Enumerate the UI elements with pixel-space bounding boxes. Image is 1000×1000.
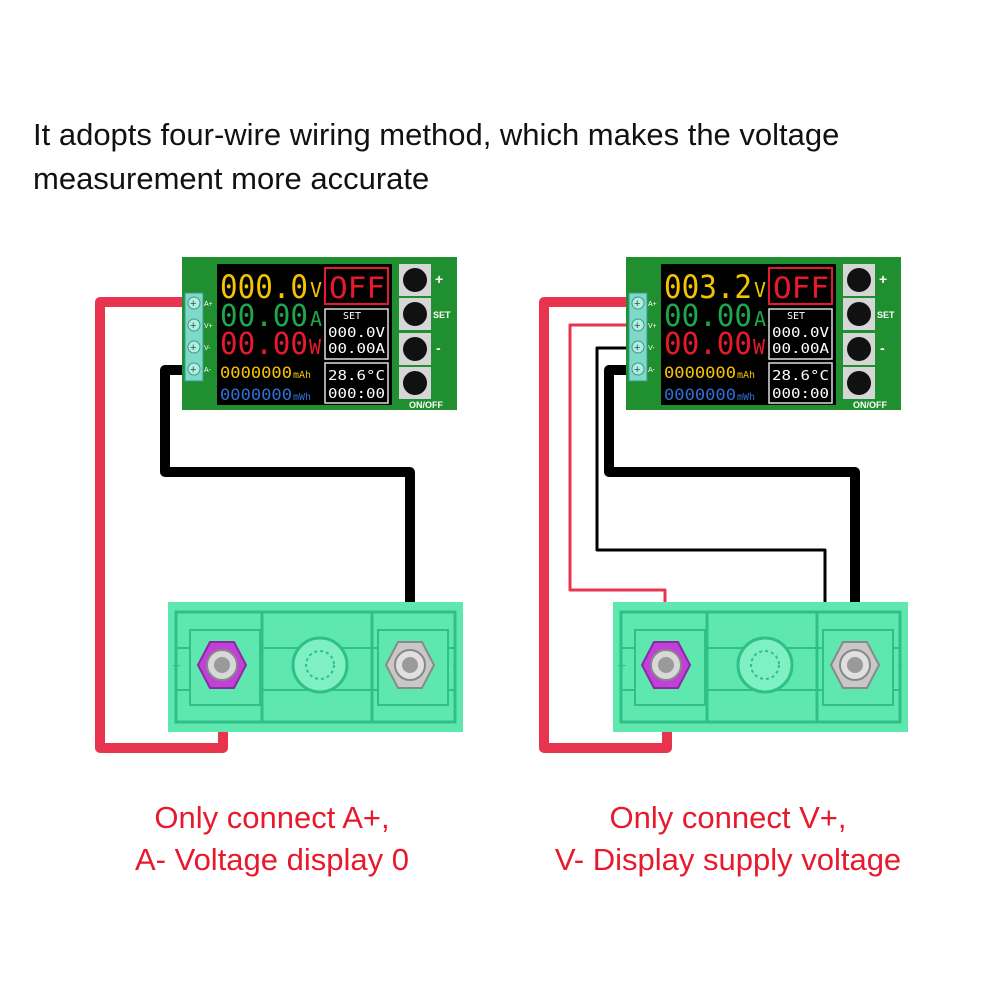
- timer-readout: 000:00: [772, 387, 829, 402]
- button-minus-label: -: [436, 340, 441, 356]
- button-set[interactable]: [399, 298, 431, 330]
- energy-readout: 0000000: [220, 385, 292, 404]
- terminal-screws: + + + +: [631, 296, 645, 376]
- voltage-readout: 003.2: [664, 268, 752, 306]
- svg-text:+: +: [634, 364, 640, 376]
- power-readout: 00.00: [220, 327, 308, 362]
- button-minus-label: -: [880, 340, 885, 356]
- right-positive-post-icon: [640, 641, 692, 689]
- capacity-unit: mAh: [293, 370, 311, 381]
- button-set[interactable]: [843, 298, 875, 330]
- button-on-off-label: ON/OFF: [409, 400, 443, 410]
- right-battery: + -: [613, 602, 908, 732]
- right-battery-plus: +: [617, 658, 626, 675]
- button-minus[interactable]: [843, 333, 875, 365]
- right-negative-post-icon: [829, 641, 881, 689]
- svg-text:+: +: [190, 320, 196, 332]
- right-caption: Only connect V+, V- Display supply volta…: [498, 797, 958, 881]
- svg-text:+: +: [190, 342, 196, 354]
- button-plus[interactable]: [399, 264, 431, 296]
- button-on-off[interactable]: [843, 367, 875, 399]
- terminal-label-v-plus: V+: [648, 323, 657, 330]
- button-set-label: SET: [877, 310, 895, 320]
- right-battery-minus: -: [897, 657, 902, 674]
- right-caption-line-2: V- Display supply voltage: [554, 842, 902, 877]
- terminal-label-v-minus: V-: [204, 345, 211, 352]
- left-battery-minus: -: [452, 657, 457, 674]
- capacity-readout: 0000000: [220, 363, 292, 382]
- voltage-unit: V: [310, 278, 322, 302]
- button-plus-label: +: [879, 271, 887, 287]
- button-minus[interactable]: [399, 333, 431, 365]
- energy-unit: mWh: [737, 392, 755, 403]
- left-caption-line-2: A- Voltage display 0: [134, 842, 409, 877]
- left-positive-post-icon: [196, 641, 248, 689]
- timer-readout: 000:00: [328, 387, 385, 402]
- right-black-power-wire: [604, 365, 860, 650]
- left-black-wire: [160, 365, 415, 650]
- power-unit: W: [753, 335, 766, 359]
- button-plus-label: +: [435, 271, 443, 287]
- svg-text:+: +: [190, 298, 196, 310]
- left-battery-plus: +: [172, 658, 181, 675]
- button-plus[interactable]: [843, 264, 875, 296]
- terminal-label-a-minus: A-: [204, 367, 212, 374]
- left-caption-line-1: Only connect A+,: [154, 800, 390, 835]
- left-caption: Only connect A+, A- Voltage display 0: [42, 797, 502, 881]
- svg-text:+: +: [634, 298, 640, 310]
- power-unit: W: [309, 335, 322, 359]
- output-status: OFF: [329, 271, 385, 305]
- terminal-label-v-plus: V+: [204, 323, 213, 330]
- output-status: OFF: [773, 271, 829, 305]
- energy-readout: 0000000: [664, 385, 736, 404]
- terminal-label-a-plus: A+: [648, 301, 657, 308]
- set-current: 00.00A: [772, 342, 829, 357]
- button-set-label: SET: [433, 310, 451, 320]
- energy-unit: mWh: [293, 392, 311, 403]
- set-label: SET: [343, 311, 361, 322]
- voltage-readout: 000.0: [220, 268, 308, 306]
- set-voltage: 000.0V: [772, 326, 829, 341]
- current-unit: A: [310, 307, 322, 331]
- terminal-screws: + + + +: [187, 296, 201, 376]
- svg-text:+: +: [190, 364, 196, 376]
- svg-text:+: +: [634, 320, 640, 332]
- voltage-unit: V: [754, 278, 766, 302]
- terminal-label-a-plus: A+: [204, 301, 213, 308]
- right-caption-line-1: Only connect V+,: [609, 800, 847, 835]
- right-module: + + + + A+ V+ V- A- 003.2 V OFF 00.00 A …: [626, 257, 901, 410]
- set-label: SET: [787, 311, 805, 322]
- left-module: + + + + A+ V+ V- A- 000.0 V OFF 00.00 A …: [182, 257, 457, 410]
- capacity-readout: 0000000: [664, 363, 736, 382]
- right-diagram: + - + + + + A+ V+: [539, 257, 908, 753]
- heading: It adopts four-wire wiring method, which…: [33, 117, 840, 196]
- right-vent-icon: [736, 636, 794, 694]
- left-battery: + -: [168, 602, 463, 732]
- power-readout: 00.00: [664, 327, 752, 362]
- set-voltage: 000.0V: [328, 326, 385, 341]
- current-readout: 00.00: [664, 299, 752, 334]
- button-on-off-label: ON/OFF: [853, 400, 887, 410]
- capacity-unit: mAh: [737, 370, 755, 381]
- terminal-label-v-minus: V-: [648, 345, 655, 352]
- current-readout: 00.00: [220, 299, 308, 334]
- temperature-readout: 28.6°C: [328, 369, 385, 384]
- temperature-readout: 28.6°C: [772, 369, 829, 384]
- left-negative-post-icon: [384, 641, 436, 689]
- svg-text:+: +: [634, 342, 640, 354]
- button-on-off[interactable]: [399, 367, 431, 399]
- left-vent-icon: [291, 636, 349, 694]
- current-unit: A: [754, 307, 766, 331]
- set-current: 00.00A: [328, 342, 385, 357]
- terminal-label-a-minus: A-: [648, 367, 656, 374]
- left-diagram: + - + + + + A+ V+: [95, 257, 463, 753]
